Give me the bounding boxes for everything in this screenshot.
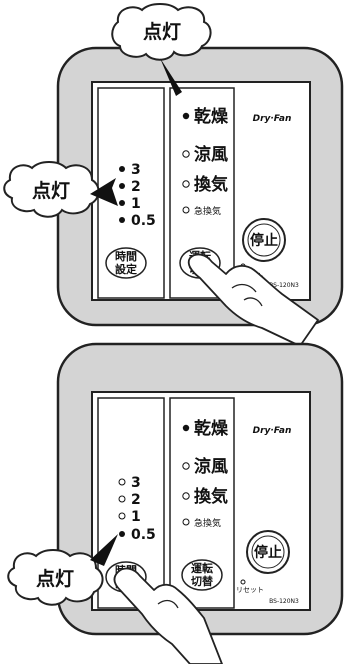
mode-dry: 乾燥 (194, 106, 229, 127)
control-panel-top: 3 2 1 0.5 時間 設定 乾燥 涼風 換気 急換気 運転 切替 Dry·F… (56, 46, 344, 347)
callout-text: 点灯 (143, 21, 181, 43)
mode-led-cool (182, 150, 190, 158)
timer-led-2 (119, 183, 125, 189)
hand-finger-line (157, 599, 179, 609)
timer-button-line1: 時間 (115, 249, 137, 263)
timer-led-1 (119, 200, 125, 206)
callout-bubble (3, 161, 100, 218)
timer-set-button[interactable] (105, 247, 147, 279)
mode-vent: 換気 (194, 174, 228, 195)
mode-led-rapid (182, 518, 190, 526)
hand-finger-line (243, 297, 263, 307)
callout-pointer (90, 534, 118, 566)
callout-left-top: 点灯 (3, 161, 118, 218)
reset-label: リセット (236, 586, 264, 594)
mode-led-rapid (182, 206, 190, 214)
timer-level-0.5: 0.5 (131, 213, 156, 229)
timer-led-1 (118, 512, 126, 520)
mode-led-dry (182, 112, 190, 120)
callout-text: 点灯 (36, 568, 74, 590)
brand-logo: Dry·Fan (253, 426, 292, 436)
mode-switch-button[interactable] (181, 559, 223, 591)
mode-rapid: 急換気 (194, 517, 221, 529)
timer-level-1: 1 (131, 196, 141, 212)
mode-vent: 換気 (194, 486, 228, 507)
timer-level-2: 2 (131, 492, 141, 508)
timer-led-2 (118, 495, 126, 503)
mode-led-dry (182, 424, 190, 432)
timer-led-3 (118, 478, 126, 486)
mode-cool: 涼風 (194, 456, 228, 477)
model-number: BS-120N3 (269, 282, 299, 289)
stop-button-label: 停止 (250, 232, 278, 249)
brand-logo: Dry·Fan (253, 114, 292, 124)
callout-top: 点灯 (111, 3, 212, 96)
callout-left-bottom: 点灯 (7, 534, 118, 606)
stop-button-inner (251, 535, 285, 569)
timer-button-line2: 設定 (115, 262, 137, 276)
timer-level-3: 3 (131, 162, 141, 178)
mode-button-line1: 運転 (191, 561, 213, 575)
timer-level-3: 3 (131, 475, 141, 491)
mode-button-line2: 切替 (191, 574, 214, 588)
control-panel-bottom: 3 2 1 0.5 時間 設定 乾燥 涼風 換気 急換気 運転 切替 Dry·F… (56, 342, 344, 665)
hand-finger-line (231, 283, 257, 293)
mode-dry: 乾燥 (194, 418, 229, 439)
callout-pointer (90, 178, 118, 206)
model-number: BS-120N3 (269, 598, 299, 605)
callout-bubble (7, 549, 104, 606)
callout-text: 点灯 (32, 180, 70, 202)
reset-led (240, 579, 246, 585)
callout-bubble (111, 3, 212, 61)
mode-led-vent (182, 180, 190, 188)
timer-led-0.5 (119, 217, 125, 223)
hand-icon (113, 567, 223, 665)
mode-led-vent (182, 492, 190, 500)
timer-led-0.5 (119, 531, 125, 537)
stop-button-inner (247, 223, 281, 257)
hand-icon (187, 253, 319, 347)
stop-button-label: 停止 (254, 544, 282, 561)
timer-led-3 (119, 166, 125, 172)
timer-level-2: 2 (131, 179, 141, 195)
mode-led-cool (182, 462, 190, 470)
mode-rapid: 急換気 (194, 205, 221, 217)
mode-cool: 涼風 (194, 144, 228, 165)
callout-pointer (160, 58, 182, 96)
timer-level-1: 1 (131, 509, 141, 525)
timer-level-0.5: 0.5 (131, 527, 156, 543)
